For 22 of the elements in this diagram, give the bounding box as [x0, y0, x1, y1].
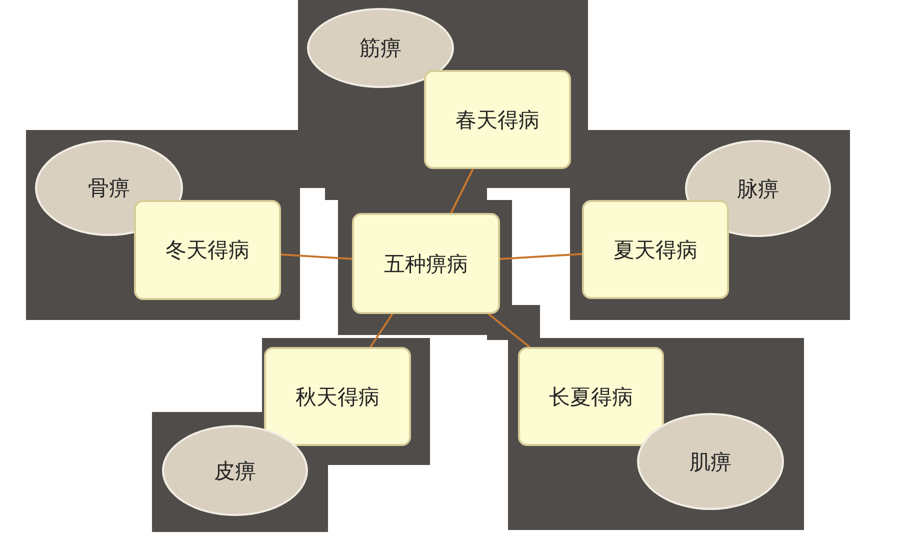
process-box — [424, 70, 571, 169]
connector-line — [488, 313, 530, 348]
process-box — [518, 347, 664, 446]
node-label: 肌痹 — [690, 448, 732, 476]
process-box — [134, 200, 281, 300]
node-label: 脉痹 — [737, 176, 779, 202]
node-label: 春天得病 — [456, 106, 540, 134]
connector-line — [370, 313, 394, 348]
node-label: 秋天得病 — [296, 384, 380, 410]
node-label: 五种痹病 — [384, 250, 468, 278]
process-box — [264, 347, 411, 446]
node-label: 冬天得病 — [166, 237, 250, 264]
connector-line — [500, 252, 582, 260]
process-box — [352, 213, 500, 314]
connector-line — [450, 168, 474, 214]
node-label: 皮痹 — [214, 458, 256, 484]
node-label: 长夏得病 — [549, 384, 633, 410]
node-label: 筋痹 — [360, 35, 402, 62]
connector-line — [280, 254, 352, 260]
node-label: 骨痹 — [88, 175, 130, 202]
process-box — [582, 200, 729, 299]
node-label: 夏天得病 — [614, 236, 698, 264]
